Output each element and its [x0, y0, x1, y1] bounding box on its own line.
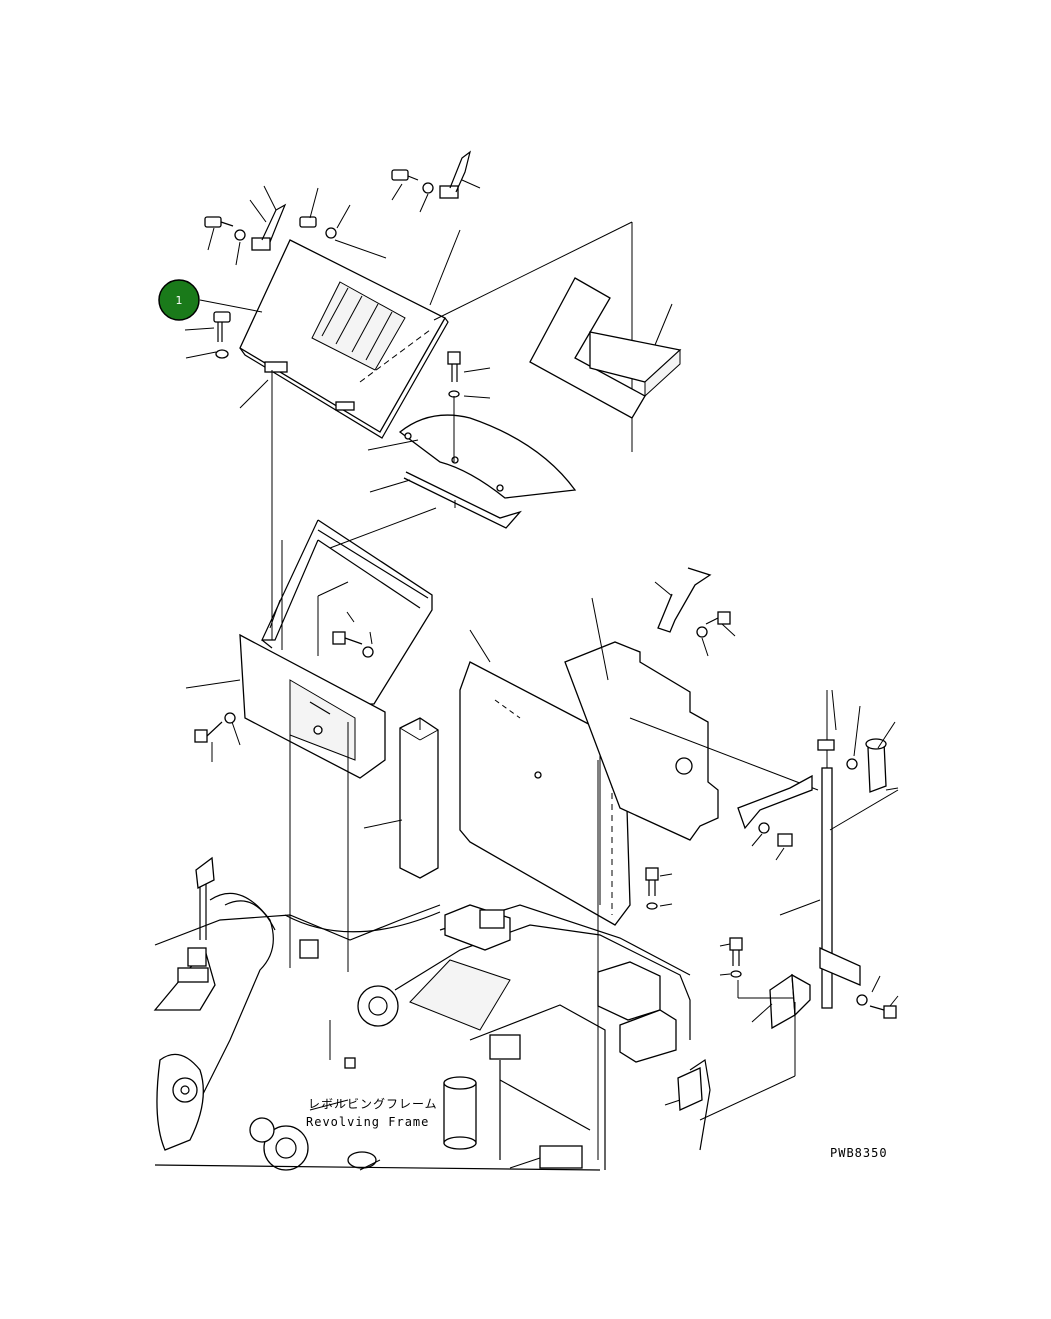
- center-panel: [459, 567, 819, 926]
- callout-1-number: 1: [176, 294, 183, 307]
- front-frame: [185, 370, 437, 972]
- top-cover-assembly: [239, 185, 459, 439]
- foam-block: [363, 717, 439, 879]
- revolving-frame-label-jp: レボルビングフレーム: [308, 1097, 438, 1111]
- drawing-code: PWB8350: [830, 1146, 888, 1160]
- revolving-frame: [153, 760, 711, 1171]
- right-brackets: [645, 867, 811, 1121]
- curved-plate: [367, 351, 577, 529]
- hinge-bolts-top: [204, 150, 471, 359]
- callout-1-marker[interactable]: [158, 279, 200, 321]
- revolving-frame-label-en: Revolving Frame: [306, 1115, 429, 1129]
- foam-pads: [529, 277, 682, 419]
- callout-1[interactable]: 1: [158, 279, 200, 321]
- right-rod-assembly: [737, 689, 899, 1019]
